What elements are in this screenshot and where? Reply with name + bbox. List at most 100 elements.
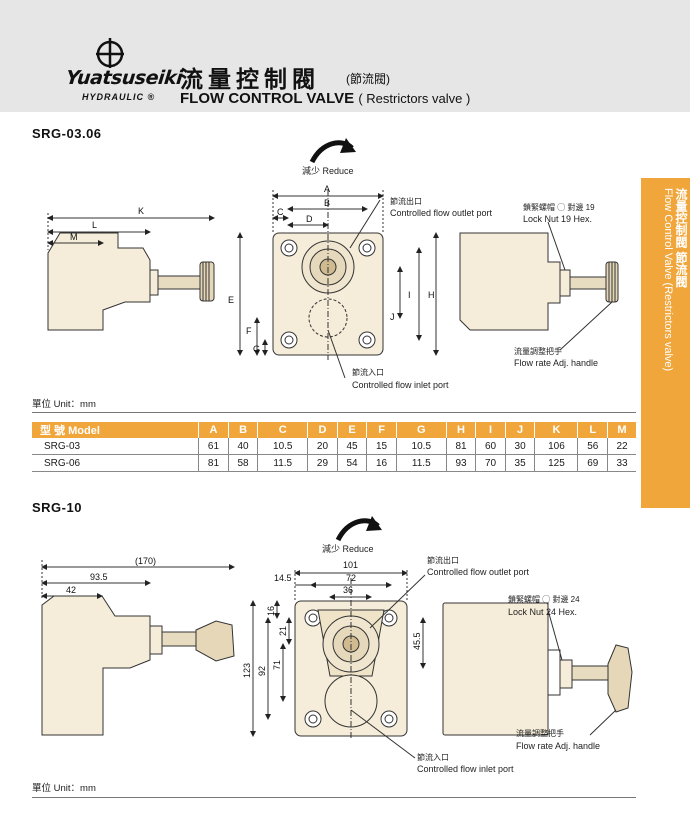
handle-label-cn: 流量調整把手 [514, 346, 562, 356]
table-cell: 33 [607, 454, 636, 472]
dim-A: A [324, 184, 330, 194]
outlet-label-en: Controlled flow outlet port [390, 208, 493, 218]
outlet-label-en: Controlled flow outlet port [427, 567, 530, 577]
table-cell: 45 [336, 438, 367, 455]
table-cell: 56 [577, 438, 608, 455]
dim-93-5: 93.5 [90, 572, 108, 582]
dim-123: 123 [242, 663, 252, 678]
dim-101: 101 [343, 560, 358, 570]
handle-label-en: Flow rate Adj. handle [516, 741, 600, 751]
table-cell: 22 [607, 438, 636, 455]
dim-C: C [277, 207, 284, 217]
side-tab-cn: 流量控制閥 節流閥 [674, 188, 688, 288]
table-cell: 61 [198, 438, 229, 455]
table-cell: SRG-03 [32, 438, 199, 455]
table-cell: 16 [366, 454, 397, 472]
inlet-label-en: Controlled flow inlet port [417, 764, 514, 774]
col-header: F [366, 422, 397, 438]
dim-B: B [324, 198, 330, 208]
dim-21: 21 [278, 626, 288, 636]
table-cell: 11.5 [257, 454, 308, 472]
dim-36: 36 [343, 585, 353, 595]
table-row: SRG-03 61 40 10.5 20 45 15 10.5 81 60 30… [32, 438, 636, 455]
table-cell: 54 [336, 454, 367, 472]
page-title-en-sub: ( Restrictors valve ) [358, 91, 471, 106]
side-view-left [47, 213, 215, 331]
page-title-en: FLOW CONTROL VALVE ( Restrictors valve ) [180, 90, 470, 107]
table-cell: 106 [534, 438, 578, 455]
side-view-right [459, 221, 619, 351]
handle-label-cn: 流量調整把手 [516, 728, 564, 738]
locknut-label-en: Lock Nut 24 Hex. [508, 607, 577, 617]
table-cell: 81 [445, 438, 476, 455]
table-cell: 30 [504, 438, 535, 455]
handle-label-en: Flow rate Adj. handle [514, 358, 598, 368]
col-header: M [607, 422, 636, 438]
page-title-cn: 流量控制閥 [180, 67, 320, 93]
reduce-arrow-icon [335, 516, 382, 542]
col-header: H [445, 422, 476, 438]
dim-E: E [228, 295, 234, 305]
dim-42: 42 [66, 585, 76, 595]
section-title-srg0306: SRG-03.06 [32, 126, 102, 141]
outlet-label-cn: 節流出口 [390, 196, 422, 206]
table-row: SRG-06 81 58 11.5 29 54 16 11.5 93 70 35… [32, 454, 636, 472]
col-header: C [257, 422, 308, 438]
col-header: A [198, 422, 229, 438]
table-cell: 81 [198, 454, 229, 472]
side-tab-text: 流量控制閥 節流閥 Flow Control Valve (Restrictor… [661, 188, 688, 372]
dim-170: (170) [135, 556, 156, 566]
front-view [250, 570, 426, 759]
locknut-label-en: Lock Nut 19 Hex. [523, 214, 592, 224]
page-title-cn-sub: (節流閥) [346, 72, 390, 86]
side-tab-en: Flow Control Valve (Restrictors valve) [662, 188, 674, 372]
dim-71: 71 [272, 660, 282, 670]
table-cell: 10.5 [257, 438, 308, 455]
outlet-label-cn: 節流出口 [427, 555, 459, 565]
dim-92: 92 [257, 666, 267, 676]
table-cell: 20 [307, 438, 338, 455]
table-cell: 11.5 [395, 454, 447, 472]
unit-label-srg10: 單位 Unit：mm [32, 783, 96, 794]
side-tab: 流量控制閥 節流閥 Flow Control Valve (Restrictor… [641, 178, 690, 508]
dim-72: 72 [346, 573, 356, 583]
dim-I: I [408, 290, 411, 300]
dim-M: M [70, 232, 78, 242]
col-header: D [307, 422, 338, 438]
table-cell: 35 [504, 454, 535, 472]
table-cell: 60 [475, 438, 506, 455]
table-cell: 40 [227, 438, 258, 455]
dim-H: H [428, 290, 435, 300]
table-cell: 15 [366, 438, 397, 455]
dim-G: G [253, 344, 260, 354]
spec-table-header-row: 型 號 Model A B C D E F G H I J K L M [32, 422, 636, 438]
col-header: B [227, 422, 258, 438]
reduce-label: 減少 Reduce [302, 165, 354, 176]
table-cell: 29 [307, 454, 338, 472]
page-title-en-main: FLOW CONTROL VALVE [180, 90, 355, 107]
reduce-label: 減少 Reduce [322, 543, 374, 554]
dim-14-5: 14.5 [274, 573, 292, 583]
col-header: L [577, 422, 608, 438]
table-cell: 69 [577, 454, 608, 472]
unit-label-srg0306: 單位 Unit：mm [32, 399, 96, 410]
table-cell: 70 [475, 454, 506, 472]
header-bar [0, 0, 690, 112]
col-header: I [475, 422, 506, 438]
inlet-label-cn: 節流入口 [352, 367, 384, 377]
logo-symbol-icon [96, 38, 124, 68]
section-title-srg10: SRG-10 [32, 500, 82, 515]
table-cell: 10.5 [395, 438, 447, 455]
col-header: 型 號 Model [32, 422, 199, 438]
brand-sub: HYDRAULIC ® [82, 92, 156, 102]
side-view-left [41, 560, 235, 736]
divider [32, 797, 636, 798]
inlet-label-cn: 節流入口 [417, 752, 449, 762]
dim-16: 16 [266, 606, 276, 616]
locknut-label-cn: 鎖緊螺帽 ◯ 對邊 24 [508, 594, 580, 604]
reduce-arrow-icon [309, 138, 356, 164]
col-header: K [534, 422, 578, 438]
dim-45-5: 45.5 [412, 632, 422, 650]
table-cell: 125 [534, 454, 578, 472]
